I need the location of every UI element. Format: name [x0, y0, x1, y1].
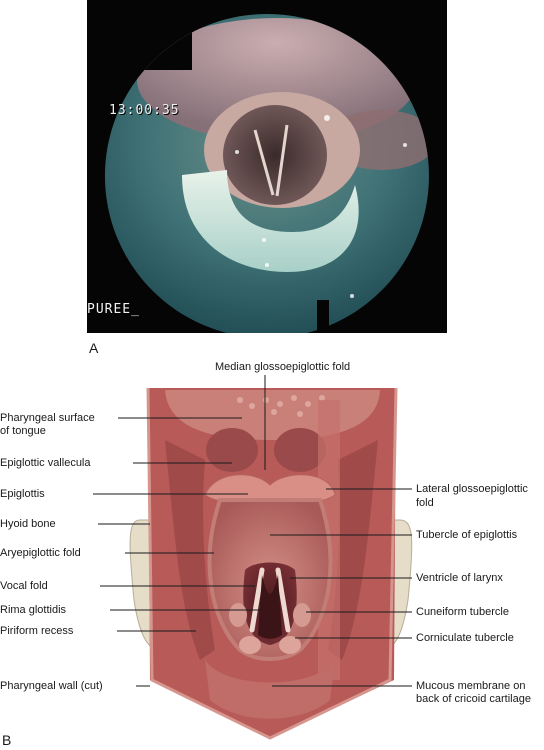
cuneiform-tubercle-right	[293, 603, 311, 627]
cricoid-mucosa	[205, 660, 335, 719]
piriform-recess-right	[328, 440, 378, 660]
label-rima-glottidis: Rima glottidis	[0, 604, 67, 616]
label-median-glossoepiglottic-fold: Median glossoepiglottic fold	[215, 361, 351, 373]
label-ventricle-of-larynx: Ventricle of larynx	[416, 572, 503, 584]
label-cuneiform-tubercle: Cuneiform tubercle	[416, 606, 509, 618]
vocal-fold-left	[249, 567, 265, 633]
video-timestamp: 13:00:35	[109, 103, 180, 118]
vallecula-right	[274, 428, 326, 472]
label-pharyngeal-wall-cut: Pharyngeal wall (cut)	[0, 680, 103, 692]
video-mode-text: PUREE_	[87, 302, 140, 317]
label-hyoid-bone: Hyoid bone	[0, 518, 56, 530]
label-aryepiglottic-fold: Aryepiglottic fold	[0, 547, 81, 559]
label-mucous-membrane-1: Mucous membrane on	[416, 680, 526, 692]
endoscopy-image: 13:00:35 PUREE_	[87, 0, 447, 333]
label-lateral-glossoepiglottic-fold-2: fold	[416, 497, 434, 509]
label-epiglottis: Epiglottis	[0, 488, 45, 500]
cuneiform-tubercle-left	[229, 603, 247, 627]
vallecula-left	[206, 428, 258, 472]
leader-lines	[93, 375, 412, 687]
label-pharyngeal-surface-of-tongue-2: of tongue	[0, 425, 46, 437]
label-pharyngeal-surface-of-tongue-1: Pharyngeal surface	[0, 412, 95, 424]
rima-glottidis	[258, 575, 282, 639]
label-epiglottic-vallecula: Epiglottic vallecula	[0, 457, 91, 469]
label-vocal-fold: Vocal fold	[0, 580, 48, 592]
corniculate-tubercle-left	[239, 636, 261, 654]
label-lateral-glossoepiglottic-fold-1: Lateral glossoepiglottic	[416, 483, 528, 495]
label-corniculate-tubercle: Corniculate tubercle	[416, 632, 514, 644]
piriform-recess-left	[165, 440, 215, 660]
corniculate-tubercle-right	[279, 636, 301, 654]
panel-b-label: B	[2, 732, 12, 748]
endoscopy-scene	[104, 14, 429, 333]
label-piriform-recess: Piriform recess	[0, 625, 74, 637]
panel-a-label: A	[89, 340, 99, 356]
label-mucous-membrane-2: back of cricoid cartilage	[416, 693, 531, 705]
vocal-fold-right	[275, 567, 291, 633]
label-tubercle-of-epiglottis: Tubercle of epiglottis	[416, 529, 518, 541]
